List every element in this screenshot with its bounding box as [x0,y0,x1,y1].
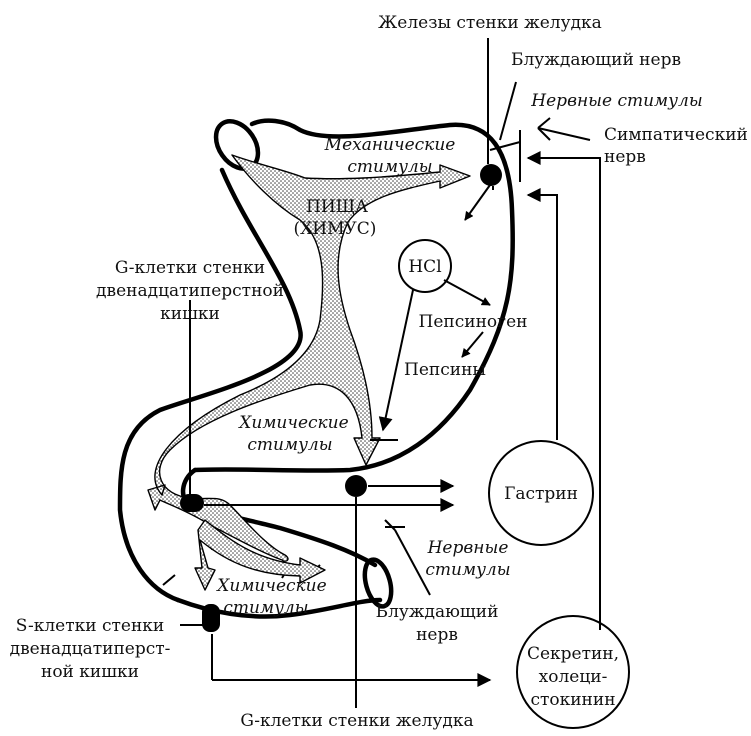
label-chyme: (ХИМУС) [294,219,377,239]
s-cells-node [202,604,220,632]
label-sympathetic: Симпатический [604,125,748,145]
label-s-cells-2: двенадцатиперст- [10,639,171,659]
label-secretin-3: стокинин [530,690,615,710]
connector-lines [180,38,601,708]
label-glands: Железы стенки желудка [378,13,602,33]
label-chem-stimuli-2: Химические [215,576,326,596]
g-cells-duodenum-node [180,494,204,512]
secretin-circle [516,615,630,729]
label-g-duodenum-3: кишки [160,304,220,324]
label-vagus-bottom: Блуждающий [376,602,499,622]
label-secretin: Секретин, [527,644,619,664]
label-chem-stimuli-1b: стимулы [247,435,332,455]
label-mech-stimuli: Механические [324,135,456,155]
label-gastrin: Гастрин [504,484,578,504]
label-s-cells-3: ной кишки [41,662,139,682]
label-mech-stimuli-2: стимулы [347,157,432,177]
label-chem-stimuli-2b: стимулы [223,598,308,618]
label-g-stomach: G-клетки стенки желудка [240,711,473,731]
label-g-duodenum-2: двенадцатиперстной [96,281,284,301]
label-food: ПИЩА [306,197,368,217]
label-vagus-top: Блуждающий нерв [511,50,681,70]
gastrin-circle [488,440,594,546]
label-nerve-stimuli-bottom-2: стимулы [425,560,510,580]
label-pepsins: Пепсины [404,360,486,380]
nerve-nodes [180,164,502,632]
stomach-gland-node [480,164,502,186]
label-chem-stimuli-1: Химические [237,413,348,433]
label-s-cells: S-клетки стенки [16,616,165,636]
label-hcl: HCl [408,257,441,277]
label-secretin-2: холеци- [539,667,608,687]
hcl-circle [398,239,452,293]
duodenum-chyme-flow [194,519,326,591]
label-nerve-stimuli-bottom: Нервные [427,538,509,558]
label-pepsinogen: Пепсиноген [419,312,528,332]
label-sympathetic-nerve: нерв [604,147,646,167]
label-g-duodenum: G-клетки стенки [115,258,265,278]
label-nerve-stimuli-top: Нервные стимулы [530,91,702,111]
g-cells-stomach-node [345,475,367,497]
label-vagus-bottom-2: нерв [416,625,458,645]
